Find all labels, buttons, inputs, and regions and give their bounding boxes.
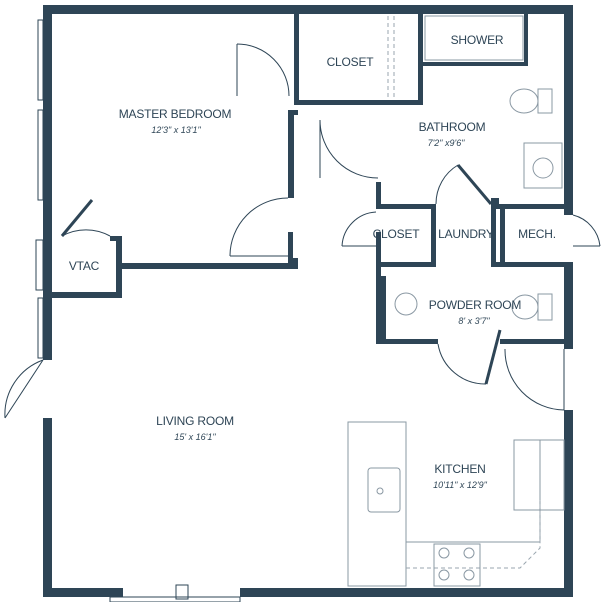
bathroom-label: BATHROOM [419,120,486,134]
doors [4,43,601,419]
mech-label: MECH. [518,227,556,241]
living-room-dimensions: 15' x 16'1" [174,432,216,442]
master-bedroom-label: MASTER BEDROOM [119,107,232,121]
closet-hall-label: CLOSET [373,227,421,241]
powder-room-dimensions: 8' x 3'7" [458,316,490,326]
powder-room-label: POWDER ROOM [429,298,522,312]
master-bedroom-dimensions: 12'3" x 13'1" [151,125,201,135]
vtac-label: VTAC [69,259,100,273]
bathroom-dimensions: 7'2" x9'6" [428,138,466,148]
kitchen-label: KITCHEN [434,462,485,476]
exterior-walls [43,5,573,597]
kitchen-dimensions: 10'11" x 12'9" [433,480,488,490]
windows [35,19,241,602]
shower-label: SHOWER [451,33,504,47]
interior-walls [52,5,573,349]
living-room-label: LIVING ROOM [156,414,234,428]
fixtures [347,15,565,587]
laundry-label: LAUNDRY [438,227,494,241]
closet-master-label: CLOSET [327,55,375,69]
